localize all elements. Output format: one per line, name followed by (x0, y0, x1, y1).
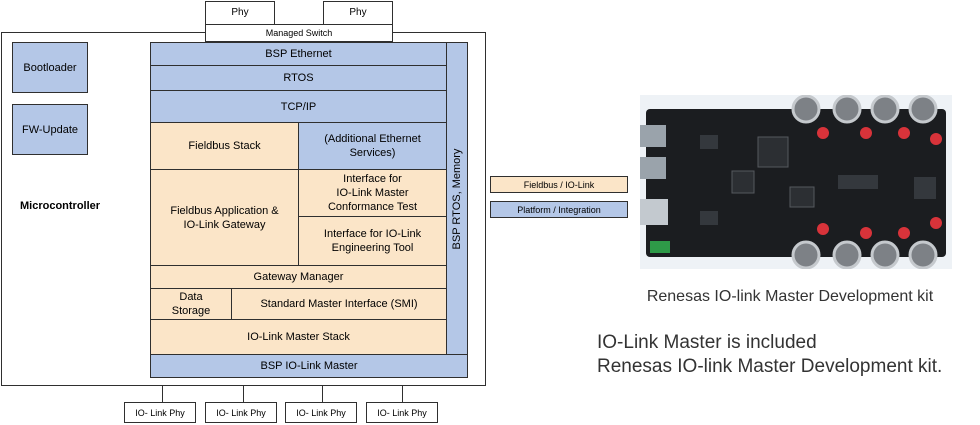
rtos-box: RTOS (150, 65, 447, 91)
iolink-phy-box: IO- Link Phy (205, 402, 277, 423)
legend-platform-integration: Platform / Integration (490, 201, 628, 218)
board-illustration (640, 94, 946, 270)
managed-switch-box: Managed Switch (205, 24, 393, 42)
interface-engineering-box: Interface for IO-Link Engineering Tool (298, 216, 447, 266)
phy-right-box: Phy (323, 1, 393, 25)
fieldbus-application-box: Fieldbus Application & IO-Link Gateway (150, 169, 299, 266)
fieldbus-stack-box: Fieldbus Stack (150, 122, 299, 170)
bsp-rtos-memory-label: BSP RTOS, Memory (451, 148, 463, 249)
iolink-phy-box: IO- Link Phy (366, 402, 438, 423)
board-note-line2: Renesas IO-link Master Development kit. (597, 356, 943, 377)
development-board-image (640, 94, 952, 270)
phy-connector-3 (322, 386, 323, 402)
board-caption: Renesas IO-link Master Development kit (646, 288, 934, 305)
interface-conformance-box: Interface for IO-Link Master Conformance… (298, 169, 447, 217)
fw-update-box: FW-Update (12, 104, 88, 155)
bsp-iolink-master-box: BSP IO-Link Master (150, 354, 468, 378)
iolink-master-stack-box: IO-Link Master Stack (150, 319, 447, 355)
phy-left-box: Phy (205, 1, 275, 25)
phy-connector-2 (243, 386, 244, 402)
microcontroller-label: Microcontroller (20, 200, 101, 212)
additional-ethernet-box: (Additional Ethernet Services) (298, 122, 447, 170)
iolink-phy-box: IO- Link Phy (285, 402, 357, 423)
phy-connector-4 (402, 386, 403, 402)
legend-fieldbus-iolink: Fieldbus / IO-Link (490, 176, 628, 193)
data-storage-box: Data Storage (150, 288, 232, 320)
phy-connector-1 (162, 386, 163, 402)
bsp-ethernet-box: BSP Ethernet (150, 42, 447, 66)
gateway-manager-box: Gateway Manager (150, 265, 447, 289)
tcpip-box: TCP/IP (150, 90, 447, 123)
bootloader-box: Bootloader (12, 42, 88, 93)
bsp-rtos-memory-box: BSP RTOS, Memory (446, 42, 468, 355)
smi-box: Standard Master Interface (SMI) (231, 288, 447, 320)
iolink-phy-box: IO- Link Phy (124, 402, 196, 423)
board-note-line1: IO-Link Master is included (597, 332, 817, 353)
